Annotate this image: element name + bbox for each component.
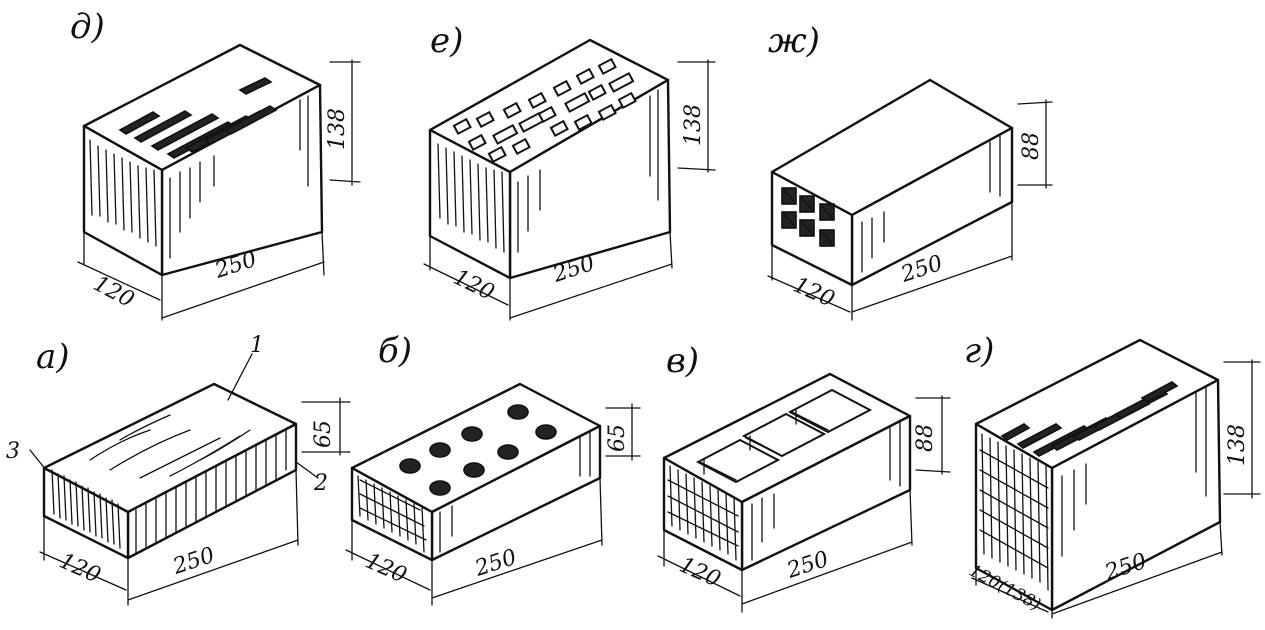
slot-holes bbox=[1000, 381, 1179, 457]
round-holes bbox=[399, 404, 557, 496]
callout-2: 2 bbox=[313, 471, 328, 496]
hatching bbox=[979, 385, 1207, 591]
rough-texture bbox=[51, 414, 287, 555]
panel-label: г) bbox=[964, 331, 994, 371]
dim-height: 65 bbox=[311, 420, 336, 448]
dimension-lines bbox=[657, 395, 951, 613]
dim-length: 250 bbox=[783, 547, 832, 584]
grid-holes bbox=[452, 57, 637, 164]
panel-zh: ж) 88 120 250 bbox=[767, 21, 1053, 321]
dim-height: 88 bbox=[1019, 132, 1044, 160]
hatching bbox=[861, 135, 1001, 273]
hatching bbox=[357, 431, 591, 553]
dim-width: 120 bbox=[449, 265, 498, 306]
dim-width: 120 bbox=[56, 549, 105, 589]
slot-holes bbox=[118, 77, 278, 159]
panel-label: б) bbox=[378, 331, 412, 371]
dimension-lines bbox=[39, 397, 351, 606]
dim-width: 120 bbox=[362, 549, 411, 589]
callout-3: 3 bbox=[6, 439, 20, 464]
panel-label: а) bbox=[36, 337, 70, 377]
dim-height: 65 bbox=[605, 424, 630, 452]
dim-length: 250 bbox=[471, 545, 520, 582]
dimension-lines bbox=[767, 99, 1053, 321]
panel-e: е) bbox=[423, 21, 716, 321]
through-holes bbox=[781, 187, 835, 247]
panel-b: б) 65 120 250 bbox=[345, 331, 641, 606]
panel-label: ж) bbox=[768, 21, 820, 61]
dim-length: 250 bbox=[169, 543, 218, 580]
dimension-lines bbox=[423, 59, 716, 321]
panel-label: е) bbox=[430, 21, 463, 61]
panel-label: д) bbox=[70, 7, 105, 47]
dimension-lines bbox=[345, 403, 641, 606]
hatching bbox=[667, 419, 901, 561]
dim-width: 120 bbox=[790, 273, 839, 313]
hatching bbox=[437, 89, 659, 253]
callouts: 1 2 3 bbox=[6, 333, 328, 496]
panel-g: г) 138 120(138) 250 bbox=[964, 331, 1261, 619]
dim-width: 120 bbox=[89, 271, 138, 313]
dim-height: 88 bbox=[913, 424, 938, 452]
hatching bbox=[89, 95, 309, 259]
dimension-lines bbox=[971, 359, 1261, 619]
cavities bbox=[695, 388, 873, 484]
panel-v: в) 88 120 250 bbox=[657, 341, 951, 613]
panel-d: д) 138 120 250 bbox=[70, 7, 361, 321]
dim-height: 138 bbox=[1225, 424, 1250, 466]
dim-height: 138 bbox=[325, 108, 350, 150]
panel-a: а) 1 2 3 65 120 250 bbox=[6, 333, 351, 606]
callout-1: 1 bbox=[250, 333, 264, 358]
dimension-lines bbox=[77, 59, 361, 321]
panel-label: в) bbox=[666, 341, 699, 381]
dim-height: 138 bbox=[681, 104, 706, 146]
dim-width: 120 bbox=[676, 553, 725, 593]
